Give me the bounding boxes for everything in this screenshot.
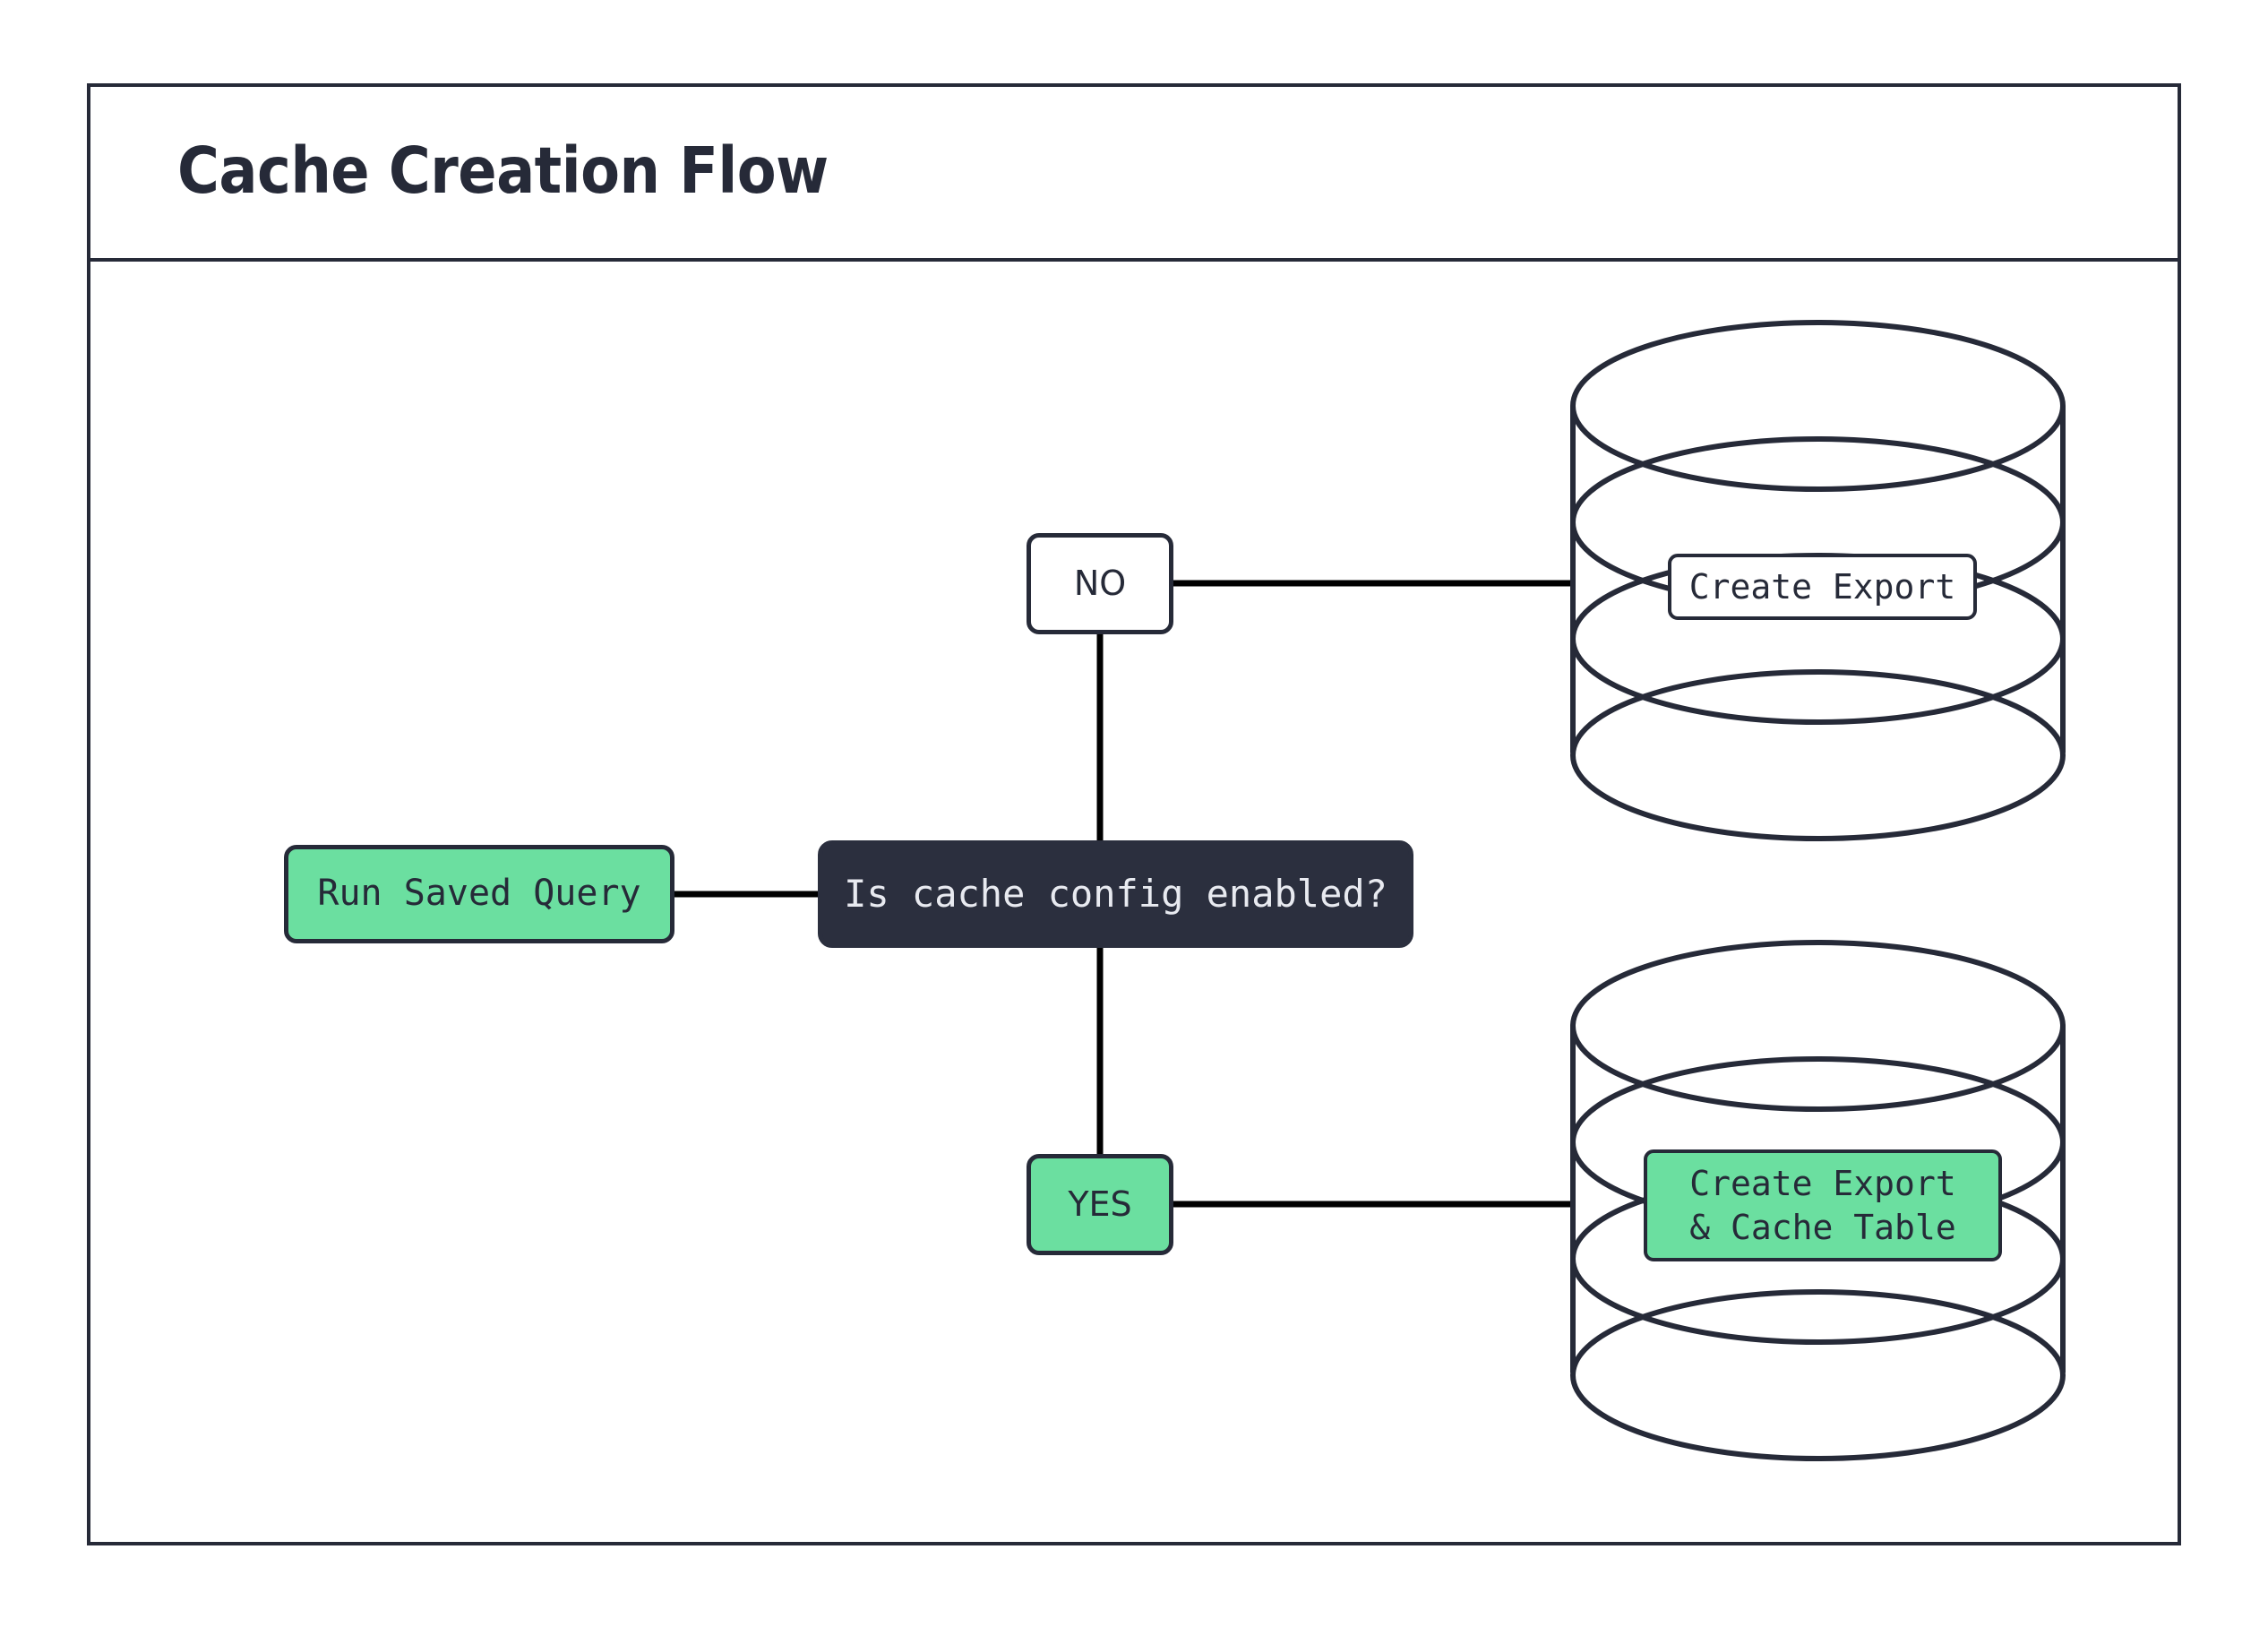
node-branch-no[interactable]: NO bbox=[1027, 533, 1173, 634]
diagram-frame bbox=[87, 83, 2181, 1545]
node-run-saved-query[interactable]: Run Saved Query bbox=[284, 845, 674, 943]
node-create-export-and-cache-table-label[interactable]: Create Export & Cache Table bbox=[1644, 1149, 2002, 1261]
node-decision-is-cache-config-enabled[interactable]: Is cache config enabled? bbox=[818, 840, 1413, 948]
node-branch-yes[interactable]: YES bbox=[1027, 1154, 1173, 1255]
node-create-export-label[interactable]: Create Export bbox=[1668, 554, 1977, 620]
title-bar: Cache Creation Flow bbox=[87, 83, 2181, 262]
page-title: Cache Creation Flow bbox=[177, 133, 829, 208]
